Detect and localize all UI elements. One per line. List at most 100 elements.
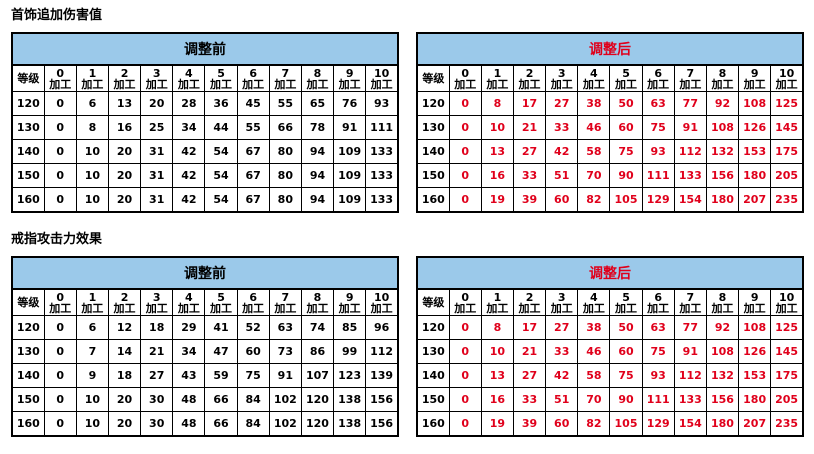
table-cell: 58 [577,139,611,164]
table-cell: 27 [512,139,547,164]
table-cell: 156 [705,163,740,188]
header-refine-number: 9 [345,290,354,304]
table-cell: 75 [641,339,675,364]
header-refine-number: 0 [461,66,470,80]
table-cell: 10 [480,115,514,140]
table-cell: 25 [140,115,174,140]
table-cell: 235 [770,411,804,437]
table-cell: 84 [236,411,270,437]
header-refine-label: 加工 [210,301,233,315]
table-cell: 30 [140,387,174,412]
table-cell: 75 [236,363,270,388]
header-refine-number: 5 [217,66,225,80]
table-title-row: 调整前 [11,256,399,290]
table-cell: 10 [75,187,109,213]
table-cell: 153 [738,363,772,388]
table-cell: 180 [738,163,772,188]
header-refine-number: 4 [590,66,598,80]
table-cell: 45 [236,91,270,116]
header-refine-label: 加工 [550,301,573,315]
table-cell: 205 [770,163,804,188]
header-refine-number: 0 [56,66,65,80]
header-refine-label: 加工 [242,301,265,315]
table-cell: 54 [204,139,238,164]
row-level: 130 [11,339,45,364]
table-cell: 31 [140,139,174,164]
table-cell: 129 [641,187,675,213]
table-cell: 111 [365,115,399,140]
table-cell: 60 [236,339,270,364]
table-cell: 20 [107,387,142,412]
header-refine-number: 10 [778,66,795,80]
header-refine-label: 加工 [679,301,702,315]
header-refine-number: 6 [249,290,257,304]
table-cell: 54 [204,187,238,213]
table-cell: 33 [512,163,547,188]
row-level: 130 [11,115,45,140]
table-title-text: 调整前 [184,266,226,282]
table-cell: 73 [268,339,302,364]
header-level: 等级 [416,288,450,316]
table-cell: 33 [545,339,579,364]
table-cell: 112 [673,363,707,388]
header-refine-label: 加工 [486,301,509,315]
table-title: 调整前 [11,32,399,66]
table-cell: 8 [480,91,514,116]
header-refine-label: 加工 [177,77,200,91]
table-cell: 109 [333,139,367,164]
row-level: 160 [416,411,450,437]
table-cell: 74 [300,315,335,340]
table-cell: 93 [641,139,675,164]
header-refine-label: 加工 [743,77,766,91]
header-refine-label: 加工 [113,301,136,315]
table-cell: 129 [641,411,675,437]
header-refine-label: 加工 [274,77,297,91]
header-refine-label: 加工 [306,77,329,91]
table-cell: 52 [236,315,270,340]
table-cell: 90 [609,387,643,412]
table-cell: 207 [738,411,772,437]
table-cell: 235 [770,187,804,213]
table-cell: 9 [75,363,109,388]
header-refine-number: 2 [120,66,129,80]
table-cell: 31 [140,163,174,188]
header-refine-label: 加工 [242,77,265,91]
table-cell: 156 [365,387,399,412]
table-cell: 96 [365,315,399,340]
table-cell: 91 [673,115,707,140]
table-cell: 154 [673,411,707,437]
table-cell: 46 [577,115,611,140]
header-level: 等级 [11,288,45,316]
table-cell: 133 [673,163,707,188]
table-cell: 27 [140,363,174,388]
header-refine-label: 加工 [647,77,670,91]
table-cell: 18 [140,315,174,340]
table-cell: 111 [641,163,675,188]
row-level: 140 [11,139,45,164]
header-refine-label: 加工 [370,301,393,315]
row-level: 120 [11,315,45,340]
table-cell: 19 [480,187,514,213]
table-cell: 10 [75,139,109,164]
row-level: 150 [11,163,45,188]
table-cell: 145 [770,339,804,364]
table-cell: 50 [609,91,643,116]
table-title: 调整前 [11,256,399,290]
header-refine-label: 加工 [177,301,200,315]
